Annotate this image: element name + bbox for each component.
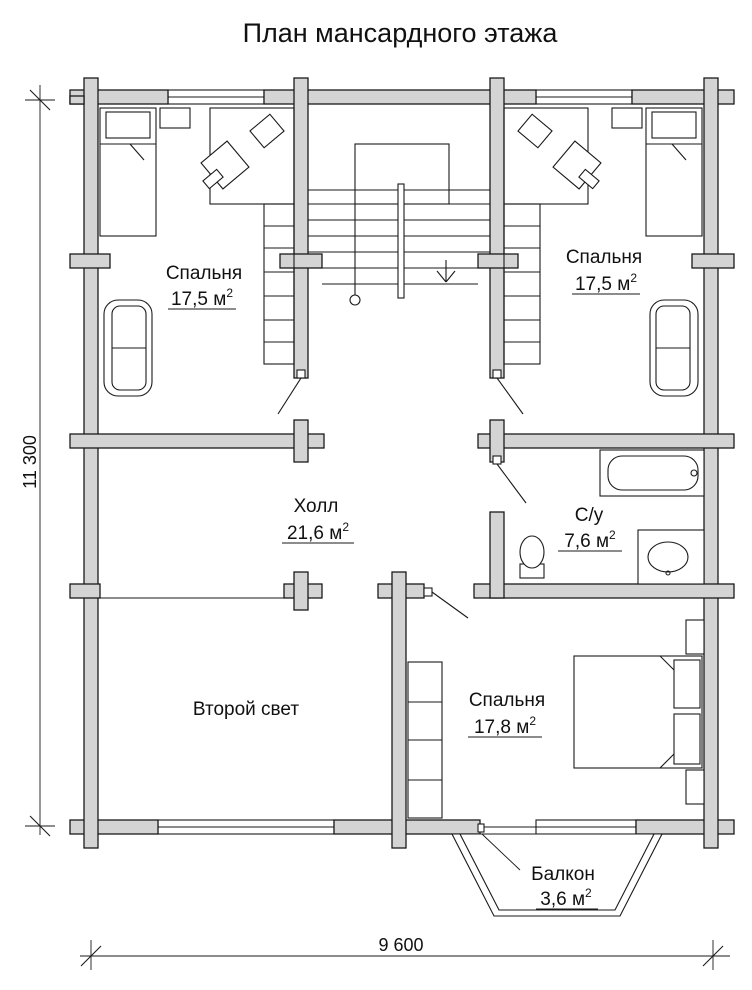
dimension-height: 11 300 xyxy=(20,85,55,837)
width-dimension-label: 9 600 xyxy=(378,935,423,955)
bedroom-top-left-furniture xyxy=(99,107,295,397)
room-name: Холл xyxy=(294,496,339,517)
room-label-bedroom-bottom: Спальня 17,8 м2 xyxy=(468,690,545,738)
room-area: 17,5 м2 xyxy=(171,286,233,310)
staircase xyxy=(263,143,541,365)
room-name: Спальня xyxy=(469,690,545,711)
room-name: С/у xyxy=(575,505,604,526)
room-area: 7,6 м2 xyxy=(564,528,616,552)
room-label-second-light: Второй свет xyxy=(193,699,299,720)
dimension-width: 9 600 xyxy=(80,935,730,970)
bedroom-bottom-furniture xyxy=(407,619,705,819)
room-area: 17,8 м2 xyxy=(474,714,536,738)
room-area: 21,6 м2 xyxy=(287,520,349,544)
height-dimension-label: 11 300 xyxy=(20,435,40,489)
room-label-bedroom-top-left: Спальня 17,5 м2 xyxy=(166,263,242,310)
room-name: Балкон xyxy=(531,864,595,885)
room-name: Спальня xyxy=(166,263,242,284)
bedroom-top-right-furniture xyxy=(503,107,703,397)
doors xyxy=(100,369,527,619)
room-name: Спальня xyxy=(566,247,642,268)
walls xyxy=(69,77,735,849)
room-area: 3,6 м2 xyxy=(540,886,592,910)
bathroom-fixtures xyxy=(519,449,705,585)
room-label-bedroom-top-right: Спальня 17,5 м2 xyxy=(566,247,642,295)
room-area: 17,5 м2 xyxy=(575,271,637,295)
room-label-balcony: Балкон 3,6 м2 xyxy=(531,864,598,910)
room-labels: Спальня 17,5 м2 Спальня 17,5 м2 Холл 21,… xyxy=(166,247,642,910)
room-label-hall: Холл 21,6 м2 xyxy=(282,496,354,544)
room-label-bathroom: С/у 7,6 м2 xyxy=(558,505,622,552)
room-name: Второй свет xyxy=(193,699,299,720)
balcony xyxy=(451,823,663,917)
plan-title: План мансардного этажа xyxy=(243,18,559,48)
windows xyxy=(157,89,637,835)
